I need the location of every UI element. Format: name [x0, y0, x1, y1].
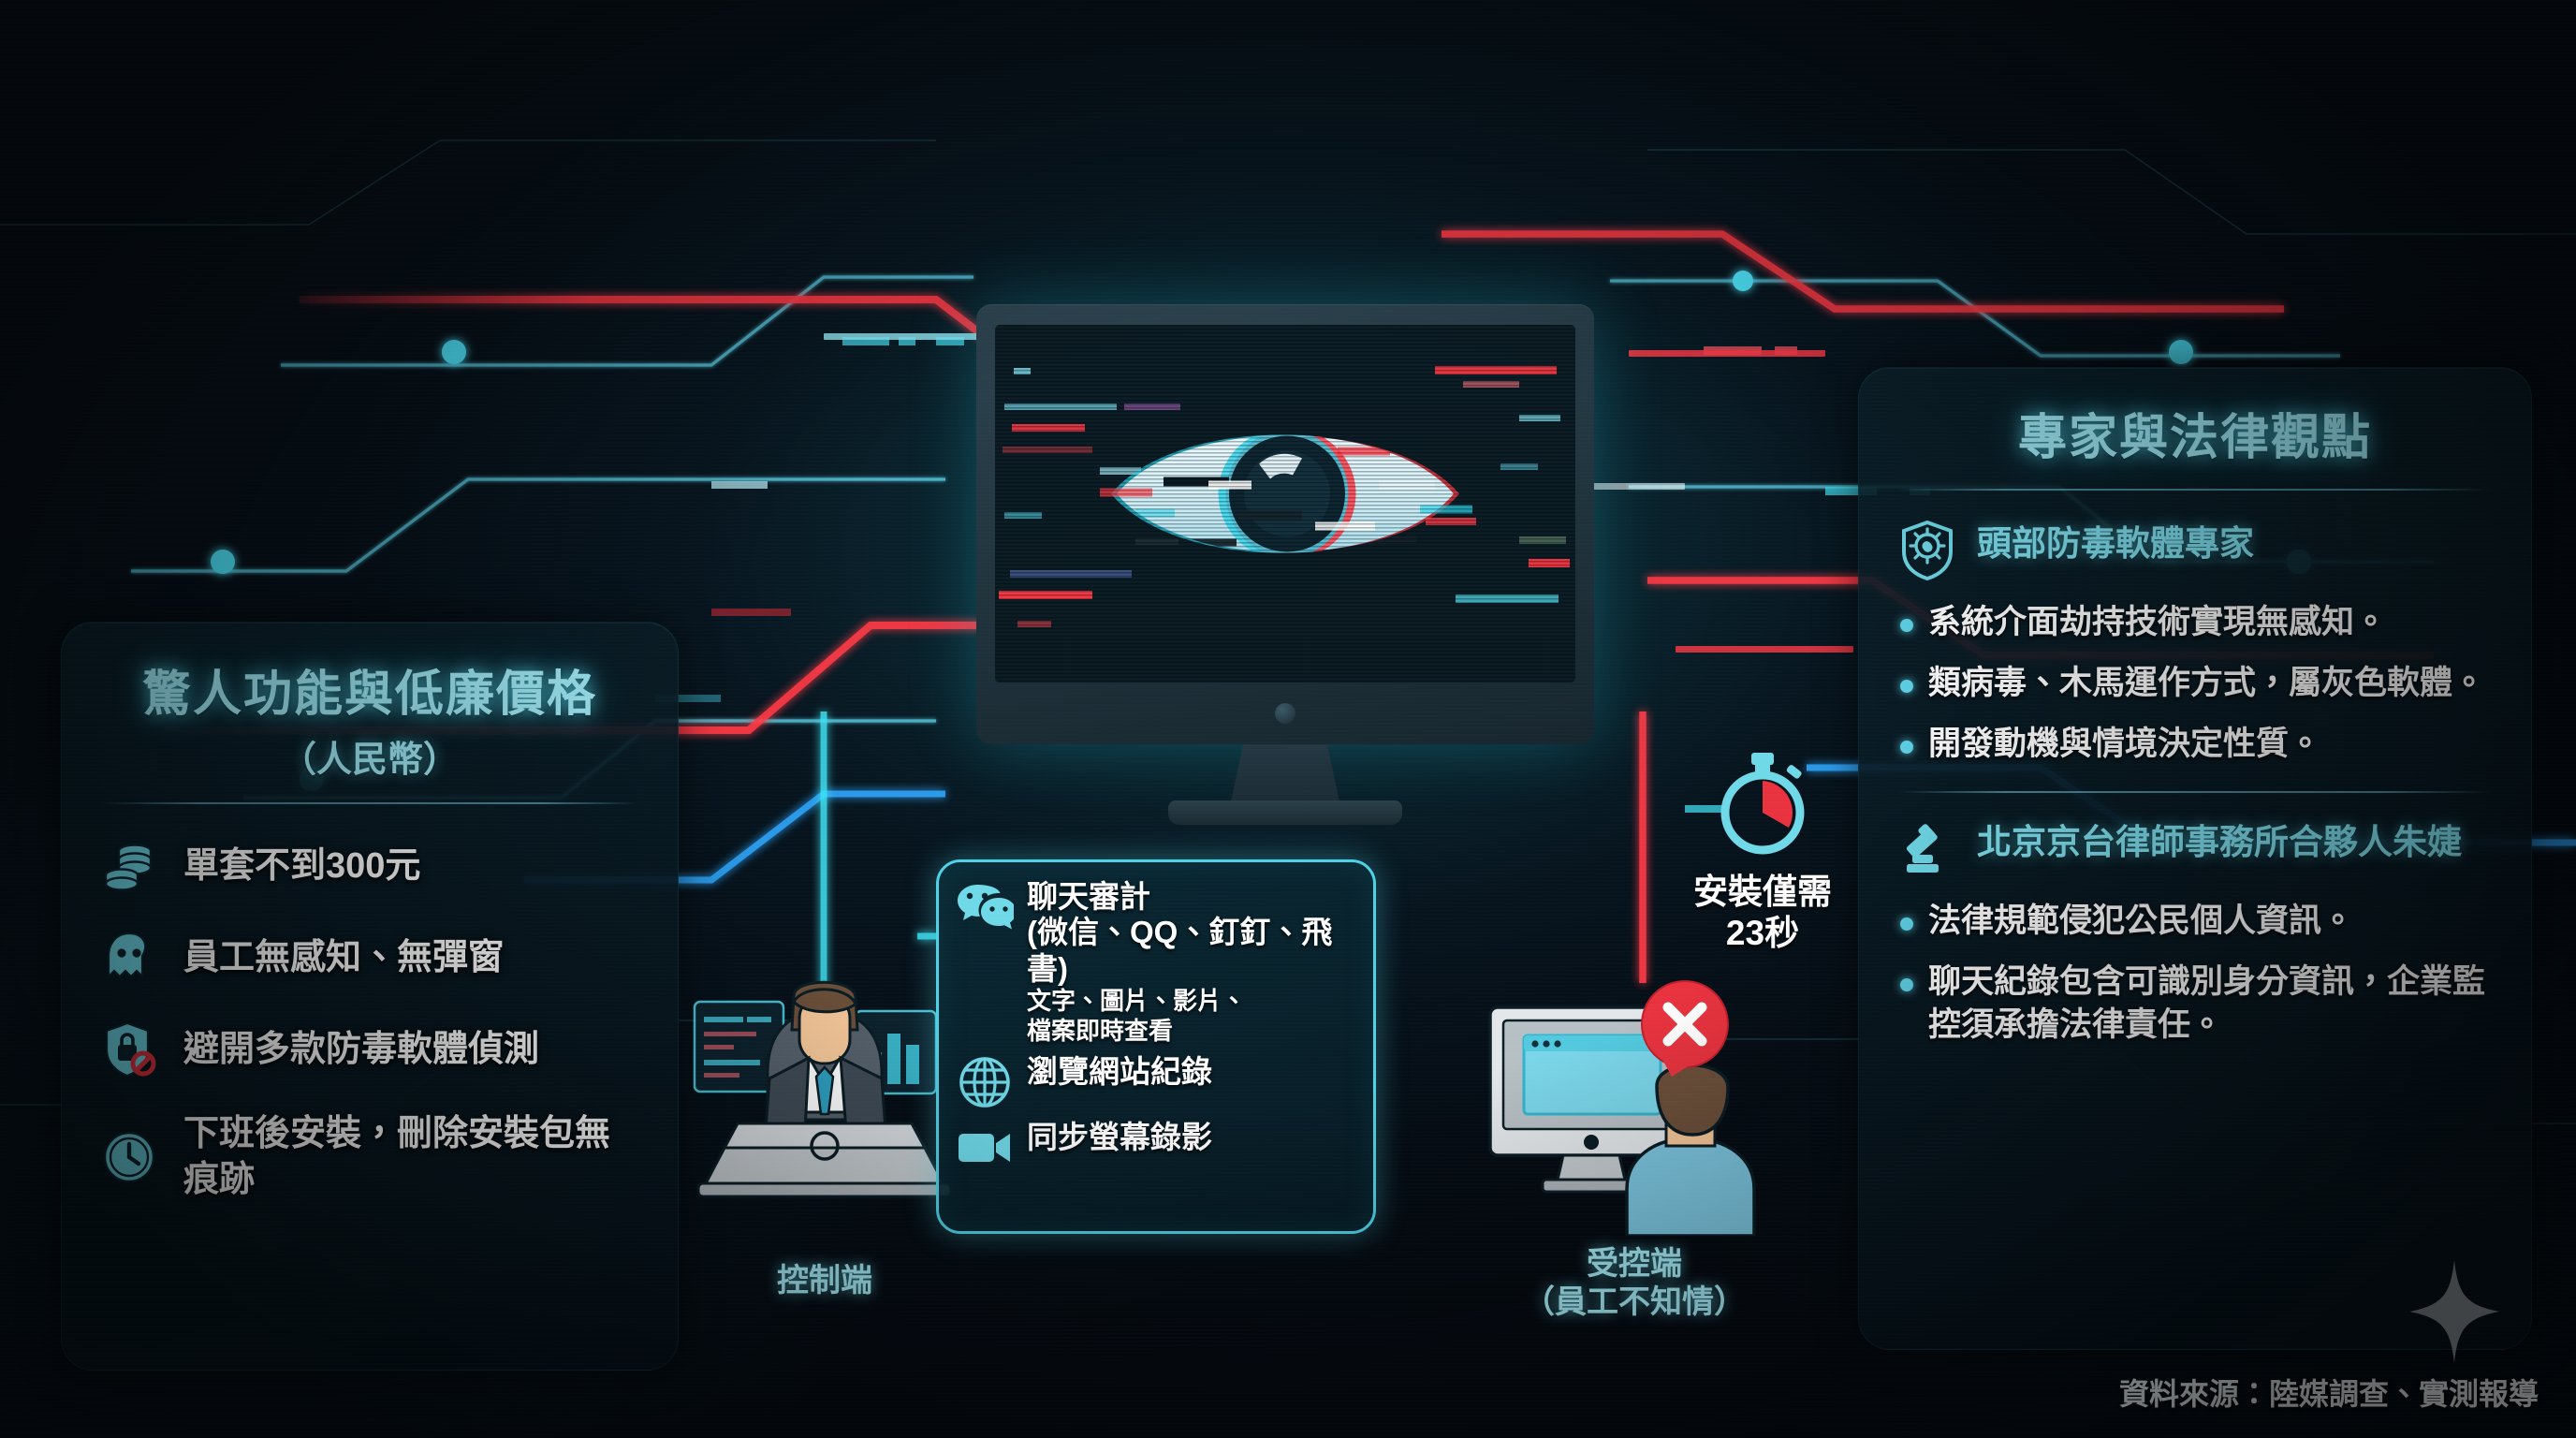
left-panel-features: 驚人功能與低廉價格 （人民幣）	[61, 622, 679, 1371]
feature-title: 瀏覽網站紀錄	[1027, 1054, 1212, 1090]
install-time-line2: 23秒	[1725, 913, 1800, 952]
list-item-label: 員工無感知、無彈窗	[183, 937, 505, 977]
list-item: 避開多款防毒軟體偵測	[99, 1020, 640, 1079]
feature-title: 聊天審計	[1027, 879, 1150, 914]
feature-row-chat-audit: 聊天審計 (微信、QQ、釘釘、飛書) 文字、圖片、影片、 檔案即時查看	[956, 879, 1356, 1046]
feature-subtitle: (微信、QQ、釘釘、飛書)	[1027, 915, 1333, 986]
globe-icon	[956, 1053, 1014, 1111]
expert-name: 頭部防毒軟體專家	[1977, 524, 2254, 563]
monitor-base	[1168, 800, 1402, 825]
list-item: 聊天紀錄包含可識別身分資訊，企業監控須承擔法律責任。	[1900, 961, 2490, 1049]
ghost-icon	[99, 928, 159, 988]
wechat-icon	[956, 879, 1014, 937]
list-item-label: 法律規範侵犯公民個人資訊。	[1928, 902, 2355, 939]
install-time-line1: 安裝僅需	[1693, 873, 1832, 911]
list-item-label: 開發動機與情境決定性質。	[1928, 725, 2322, 762]
section-divider	[1898, 790, 2492, 793]
shield-lock-blocked-icon	[99, 1020, 159, 1079]
controller-label: 控制端	[777, 1263, 872, 1299]
feature-detail: 文字、圖片、影片、 檔案即時查看	[1027, 986, 1247, 1045]
controller-actor-illustration	[689, 962, 960, 1243]
shield-virus-icon	[1896, 519, 1958, 581]
list-item: 法律規範侵犯公民個人資訊。	[1900, 900, 2490, 944]
left-panel-title: 驚人功能與低廉價格	[141, 668, 597, 722]
list-item-label: 下班後安裝，刪除安裝包無痕跡	[183, 1114, 611, 1199]
list-item: 開發動機與情境決定性質。	[1900, 723, 2490, 767]
legal-section-header: 北京京台律師事務所合夥人朱婕	[1859, 817, 2531, 879]
target-label-line1: 受控端	[1587, 1246, 1682, 1282]
list-item: 系統介面劫持技術實現無感知。	[1900, 601, 2490, 645]
expert-bullet-list: 系統介面劫持技術實現無感知。 類病毒、木馬運作方式，屬灰色軟體。 開發動機與情境…	[1859, 580, 2531, 767]
monitor-power-dot	[1275, 703, 1295, 724]
monitor-neck	[1230, 744, 1340, 806]
target-label: 受控端 （員工不知情）	[1456, 1245, 1812, 1323]
right-panel-expert-legal: 專家與法律觀點	[1858, 367, 2532, 1350]
list-item: 類病毒、木馬運作方式，屬灰色軟體。	[1900, 662, 2490, 706]
feature-list: 單套不到300元 員工無感知、無彈窗	[62, 836, 678, 1202]
lawyer-name: 北京京台律師事務所合夥人朱婕	[1977, 822, 2462, 861]
glitch-eye-icon	[1098, 391, 1472, 602]
sparkle-icon	[2409, 1260, 2499, 1363]
bullet-dot	[1900, 619, 1913, 632]
bullet-dot	[1900, 977, 1913, 991]
install-time-badge: 安裝僅需 23秒	[1650, 749, 1875, 953]
list-item-label: 單套不到300元	[183, 845, 421, 886]
list-item-label: 類病毒、木馬運作方式，屬灰色軟體。	[1928, 664, 2486, 701]
gavel-icon	[1896, 817, 1958, 879]
feature-title: 同步螢幕錄影	[1027, 1120, 1212, 1155]
legal-bullet-list: 法律規範侵犯公民個人資訊。 聊天紀錄包含可識別身分資訊，企業監控須承擔法律責任。	[1859, 879, 2531, 1049]
list-item: 下班後安裝，刪除安裝包無痕跡	[99, 1111, 640, 1202]
video-camera-icon	[956, 1119, 1014, 1177]
right-panel-title: 專家與法律觀點	[2017, 411, 2372, 465]
list-item-label: 聊天紀錄包含可識別身分資訊，企業監控須承擔法律責任。	[1928, 962, 2486, 1044]
bullet-dot	[1900, 740, 1913, 754]
source-note: 資料來源：陸媒調查、實測報導	[2118, 1377, 2539, 1411]
feature-row-screen-record: 同步螢幕錄影	[956, 1119, 1356, 1177]
list-item-label: 系統介面劫持技術實現無感知。	[1928, 604, 2388, 640]
list-item: 員工無感知、無彈窗	[99, 928, 640, 988]
divider	[101, 802, 638, 804]
list-item: 單套不到300元	[99, 836, 640, 896]
clock-icon	[99, 1127, 159, 1187]
glitch-strip	[1629, 350, 1825, 357]
central-monitor	[976, 304, 1594, 825]
bullet-dot	[1900, 917, 1913, 931]
target-label-line2: （員工不知情）	[1523, 1284, 1746, 1321]
left-panel-subtitle: （人民幣）	[280, 741, 459, 780]
bullet-dot	[1900, 679, 1913, 693]
divider	[1898, 489, 2492, 491]
expert-section-header: 頭部防毒軟體專家	[1859, 519, 2531, 581]
glitch-strip	[824, 333, 983, 340]
target-actor-illustration	[1477, 955, 1786, 1238]
coins-icon	[99, 836, 159, 896]
glitch-strip	[1676, 646, 1853, 653]
monitor-screen	[995, 325, 1575, 682]
chat-audit-feature-card: 聊天審計 (微信、QQ、釘釘、飛書) 文字、圖片、影片、 檔案即時查看 瀏覽網站…	[936, 859, 1376, 1234]
stopwatch-icon	[1720, 753, 1805, 855]
feature-row-browsing: 瀏覽網站紀錄	[956, 1053, 1356, 1111]
list-item-label: 避開多款防毒軟體偵測	[183, 1029, 540, 1069]
